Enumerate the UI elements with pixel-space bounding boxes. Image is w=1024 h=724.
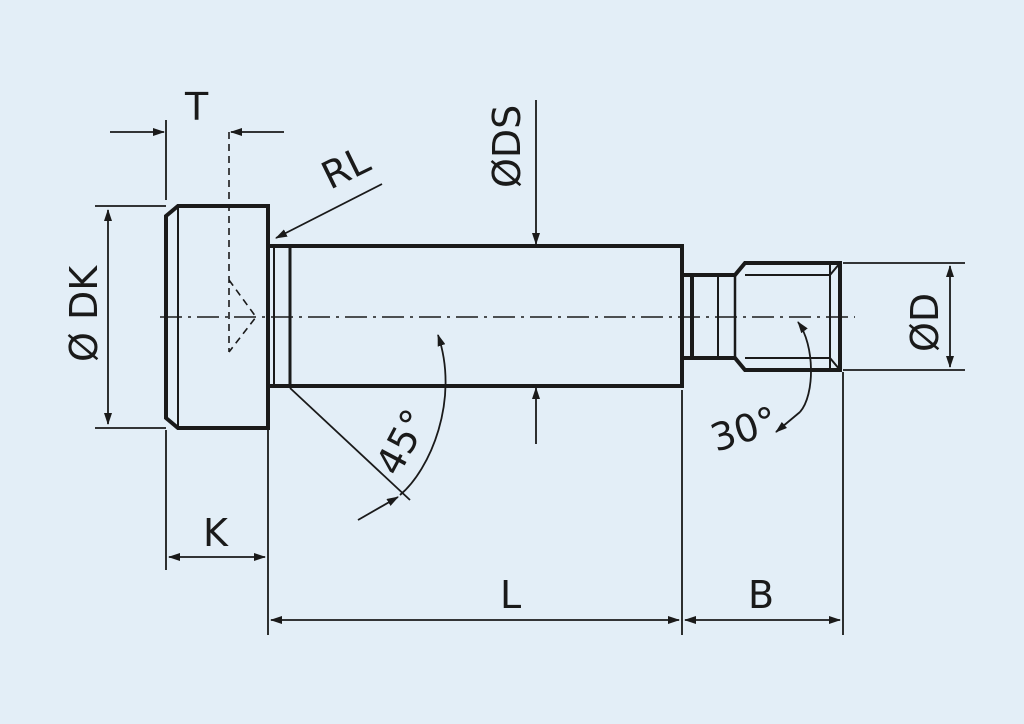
label-DK: Ø DK — [62, 265, 106, 362]
label-L: L — [500, 573, 521, 617]
dimension-DS: ØDS — [485, 100, 540, 444]
dimension-K: K — [168, 511, 266, 561]
shoulder-body — [268, 244, 684, 388]
label-DS: ØDS — [485, 105, 529, 188]
label-D: ØD — [903, 293, 947, 352]
dimension-T: T — [110, 85, 284, 136]
hex-socket-hidden-lines — [228, 132, 258, 353]
dimension-B: B — [684, 573, 841, 624]
dimension-L: L — [270, 573, 680, 624]
dimension-D: ØD — [903, 265, 954, 368]
label-T: T — [184, 85, 209, 129]
extension-lines — [95, 120, 965, 635]
dimension-DK: Ø DK — [62, 209, 112, 425]
label-B: B — [748, 573, 774, 617]
label-K: K — [203, 511, 229, 555]
